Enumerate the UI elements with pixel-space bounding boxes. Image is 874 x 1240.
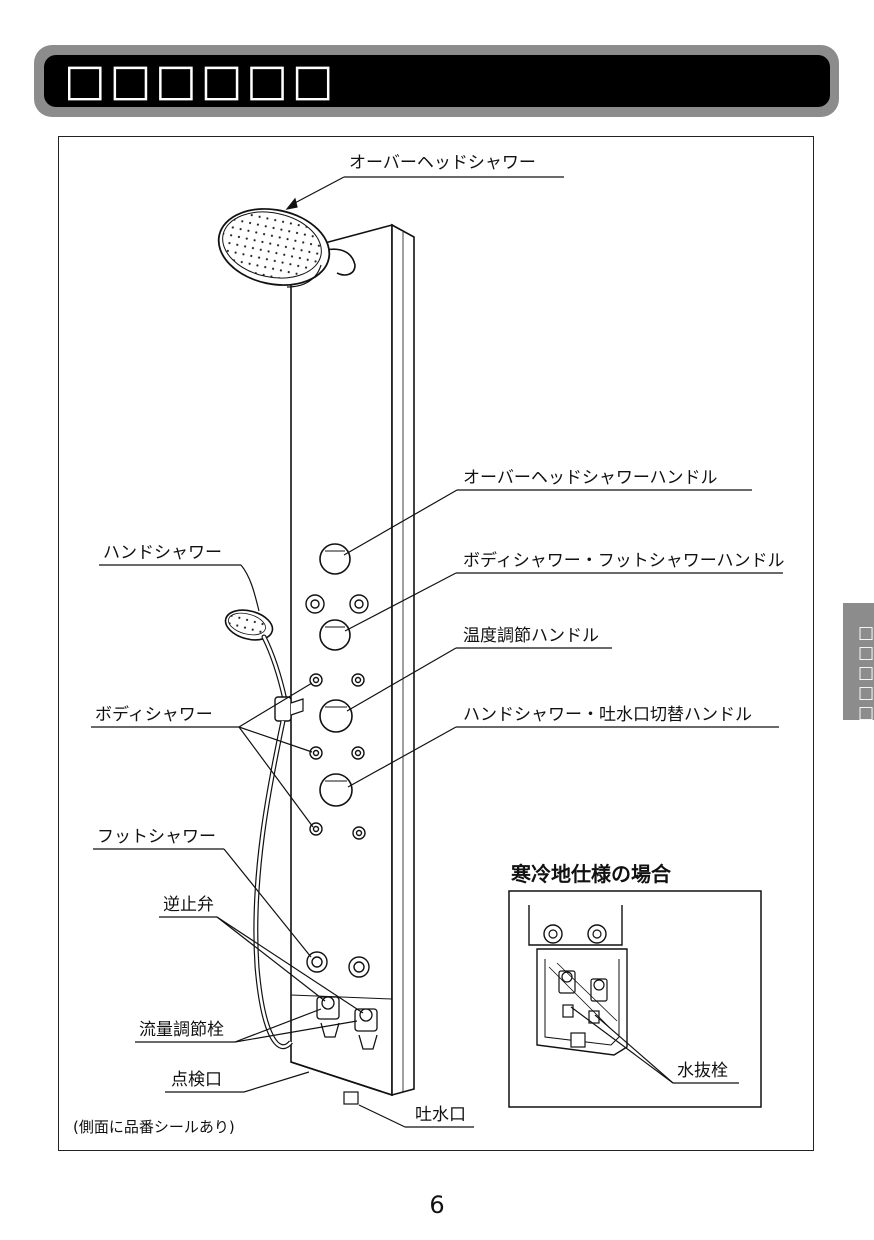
- label-temperature-handle: 温度調節ハンドル: [463, 626, 599, 646]
- body-shower-nozzles: [305, 594, 369, 840]
- overhead-shower-head: [217, 208, 356, 288]
- leader-lines: [91, 176, 783, 1128]
- shower-panel-diagram: [91, 176, 783, 1128]
- side-tab: □□□□□: [843, 603, 874, 723]
- handles: [319, 543, 353, 807]
- hand-shower-spout-switch-handle: [319, 773, 353, 807]
- label-hand-shower: ハンドシャワー: [103, 543, 222, 563]
- label-check-valve: 逆止弁: [163, 895, 214, 915]
- side-tab-label: □□□□□: [856, 623, 874, 723]
- label-overhead-shower-handle: オーバーヘッドシャワーハンドル: [463, 468, 718, 488]
- page-number: 6: [429, 1191, 445, 1219]
- label-overhead-shower: オーバーヘッドシャワー: [349, 153, 536, 173]
- label-body-foot-shower-handle: ボディシャワー・フットシャワーハンドル: [463, 551, 785, 571]
- foot-shower-nozzles: [306, 951, 370, 978]
- label-body-shower: ボディシャワー: [95, 705, 213, 725]
- label-inspection-port: 点検口: [171, 1070, 222, 1090]
- body-foot-shower-handle: [319, 619, 351, 651]
- page-title: □□□□□□: [64, 55, 338, 106]
- label-side-note: (側面に品番シールあり): [73, 1118, 235, 1136]
- label-spout: 吐水口: [415, 1105, 466, 1125]
- header-banner: [44, 55, 830, 107]
- label-flow-control-valve: 流量調節栓: [139, 1020, 224, 1040]
- shower-panel-figure: オーバーヘッドシャワー オーバーヘッドシャワーハンドル ハンドシャワー ボディシ…: [58, 136, 814, 1151]
- label-hand-shower-spout-handle: ハンドシャワー・吐水口切替ハンドル: [463, 705, 752, 725]
- label-foot-shower: フットシャワー: [97, 827, 216, 847]
- overhead-shower-handle: [319, 543, 351, 575]
- label-drain-valve: 水抜栓: [677, 1061, 728, 1081]
- cold-region-inset: [508, 890, 762, 1108]
- hand-shower: [224, 609, 304, 1050]
- flow-control-valves: [316, 996, 378, 1050]
- shower-panel-body: [290, 223, 415, 1105]
- temperature-handle: [319, 699, 353, 733]
- inset-title: 寒冷地仕様の場合: [511, 862, 671, 886]
